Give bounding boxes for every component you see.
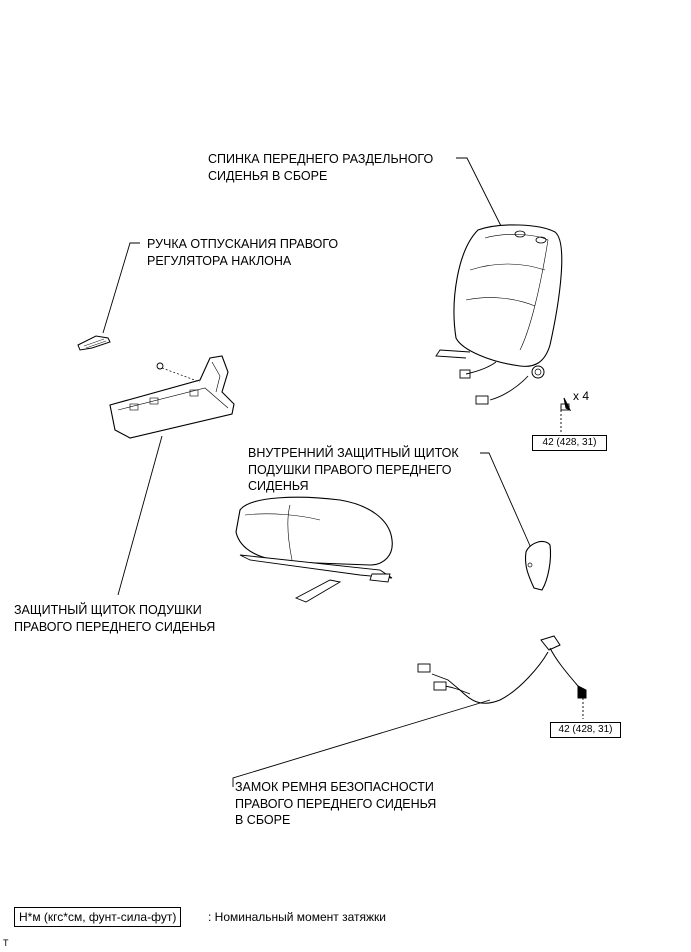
torque-legend-text: : Номинальный момент затяжки (208, 910, 386, 924)
recliner-handle-drawing (77, 335, 111, 351)
seatback-drawing (435, 224, 572, 412)
seatback-bolt-torque: 42 (428, 31) (532, 435, 607, 451)
buckle-drawing (417, 635, 587, 704)
torque-units-box: Н*м (кгс*см, фунт-сила-фут) (14, 907, 182, 927)
recliner-handle-label: РУЧКА ОТПУСКАНИЯ ПРАВОГО РЕГУЛЯТОРА НАКЛ… (147, 237, 339, 268)
corner-mark: T (3, 938, 9, 948)
inner-shield-label: ВНУТРЕННИЙ ЗАЩИТНЫЙ ЩИТОК ПОДУШКИ ПРАВОГ… (248, 446, 459, 493)
outer-shield-label: ЗАЩИТНЫЙ ЩИТОК ПОДУШКИ ПРАВОГО ПЕРЕДНЕГО… (14, 603, 216, 634)
bolt-quantity: x 4 (573, 389, 590, 403)
outer-shield-drawing (109, 355, 235, 439)
belt-buckle-label: ЗАМОК РЕМНЯ БЕЗОПАСНОСТИ ПРАВОГО ПЕРЕДНЕ… (235, 780, 437, 827)
buckle-nut-torque: 42 (428, 31) (550, 722, 621, 738)
seat-cushion-drawing (235, 496, 393, 603)
seatback-label: СПИНКА ПЕРЕДНЕГО РАЗДЕЛЬНОГО СИДЕНЬЯ В С… (208, 152, 434, 183)
leader-lines (102, 157, 584, 787)
inner-shield-drawing (524, 540, 552, 591)
